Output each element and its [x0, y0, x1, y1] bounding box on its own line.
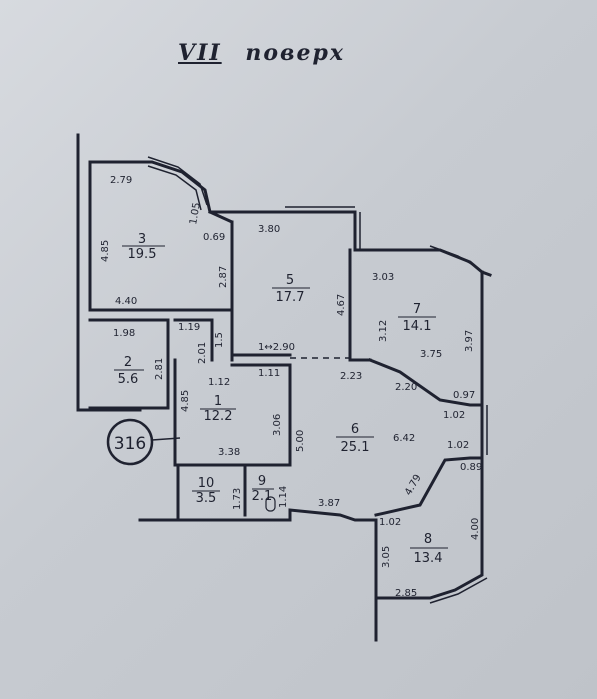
windows [147, 156, 488, 604]
dim-1-05: 1.05 [188, 202, 203, 226]
dim-2-87: 2.87 [218, 266, 229, 288]
room-3-number: 3 [138, 232, 146, 247]
room-9-number: 9 [258, 474, 266, 489]
dim-3-97: 3.97 [464, 330, 475, 352]
dim-1-19: 1.19 [178, 322, 200, 333]
room-3-area: 19.5 [128, 247, 157, 262]
dim-1-12: 1.12 [208, 377, 230, 388]
room-9-area: 2.1 [252, 489, 273, 504]
dimension-labels: 2.79 1.05 0.69 4.85 4.40 2.87 3.80 4.67 … [100, 175, 482, 599]
dim-4-67: 4.67 [336, 294, 347, 316]
dim-3-75: 3.75 [420, 349, 442, 360]
floor-number: VII [178, 40, 222, 66]
dim-2-81: 2.81 [154, 358, 165, 380]
room-8-area: 13.4 [414, 551, 443, 566]
dim-3-05: 3.05 [381, 546, 392, 568]
room-1-area: 12.2 [204, 409, 233, 424]
outer-wall-bottom [138, 508, 378, 642]
dim-3-03: 3.03 [372, 272, 394, 283]
dim-3-38: 3.38 [218, 447, 240, 458]
floor-word: поверх [245, 40, 345, 66]
window-room-3 [147, 156, 208, 206]
walls [76, 133, 492, 642]
wall-room-7 [368, 358, 484, 407]
toilet-symbol [265, 496, 276, 512]
wall-room-8 [374, 456, 484, 517]
dim-2-85: 2.85 [395, 588, 417, 599]
window-room-7 [429, 245, 479, 269]
dim-2-90: 1↔2.90 [258, 342, 295, 353]
room-10-area: 3.5 [196, 491, 217, 506]
wall-room-2 [88, 318, 170, 410]
outer-wall-left [76, 133, 142, 412]
dim-2-20: 2.20 [395, 382, 417, 393]
room-6-number: 6 [351, 422, 359, 437]
room-5-area: 17.7 [276, 290, 305, 305]
dim-1-5: 1.5 [214, 332, 225, 348]
room-2-number: 2 [124, 355, 132, 370]
dim-1-02-b: 1.02 [447, 440, 469, 451]
dim-4-79: 4.79 [403, 473, 424, 498]
dim-5-00: 5.00 [295, 430, 306, 452]
dim-4-40: 4.40 [115, 296, 137, 307]
dim-1-11: 1.11 [258, 368, 280, 379]
apartment-number: 316 [114, 434, 146, 454]
dim-3-80: 3.80 [258, 224, 280, 235]
room-2-area: 5.6 [118, 372, 139, 387]
dim-0-89: 0.89 [460, 462, 482, 473]
apartment-circle [106, 418, 154, 466]
dim-4-00: 4.00 [470, 518, 481, 540]
room-10-number: 10 [198, 476, 215, 491]
room-7-area: 14.1 [403, 319, 432, 334]
dim-2-23: 2.23 [340, 371, 362, 382]
room-8-number: 8 [424, 532, 432, 547]
dim-3-12: 3.12 [378, 320, 389, 342]
dim-4-85-left: 4.85 [100, 240, 111, 262]
dim-4-85-room1: 4.85 [180, 390, 191, 412]
room-6-area: 25.1 [341, 440, 370, 455]
apartment-leader [151, 437, 181, 441]
room-7-number: 7 [413, 302, 421, 317]
wall-room-1 [173, 358, 292, 467]
dim-0-69: 0.69 [203, 232, 225, 243]
window-room-8 [429, 577, 488, 604]
dim-6-42: 6.42 [393, 433, 415, 444]
apartment-badge: 316 [106, 418, 181, 466]
wall-room-4 [173, 318, 214, 362]
dim-3-06: 3.06 [272, 414, 283, 436]
dim-0-97: 0.97 [453, 390, 475, 401]
floor-title: VII поверх [178, 40, 345, 66]
dim-2-01: 2.01 [197, 342, 208, 364]
dim-2-79: 2.79 [110, 175, 132, 186]
window-room-3-inner [147, 165, 202, 211]
dim-1-73: 1.73 [232, 488, 243, 510]
room-1-number: 1 [214, 394, 222, 409]
dim-1-02-a: 1.02 [443, 410, 465, 421]
dim-1-98: 1.98 [113, 328, 135, 339]
dim-1-14: 1.14 [278, 486, 289, 508]
dim-3-87: 3.87 [318, 498, 340, 509]
dim-1-02-c: 1.02 [379, 517, 401, 528]
room-labels: 3 19.5 5 17.7 7 14.1 2 5.6 1 12.2 6 25.1… [114, 232, 448, 566]
room-5-number: 5 [286, 273, 294, 288]
